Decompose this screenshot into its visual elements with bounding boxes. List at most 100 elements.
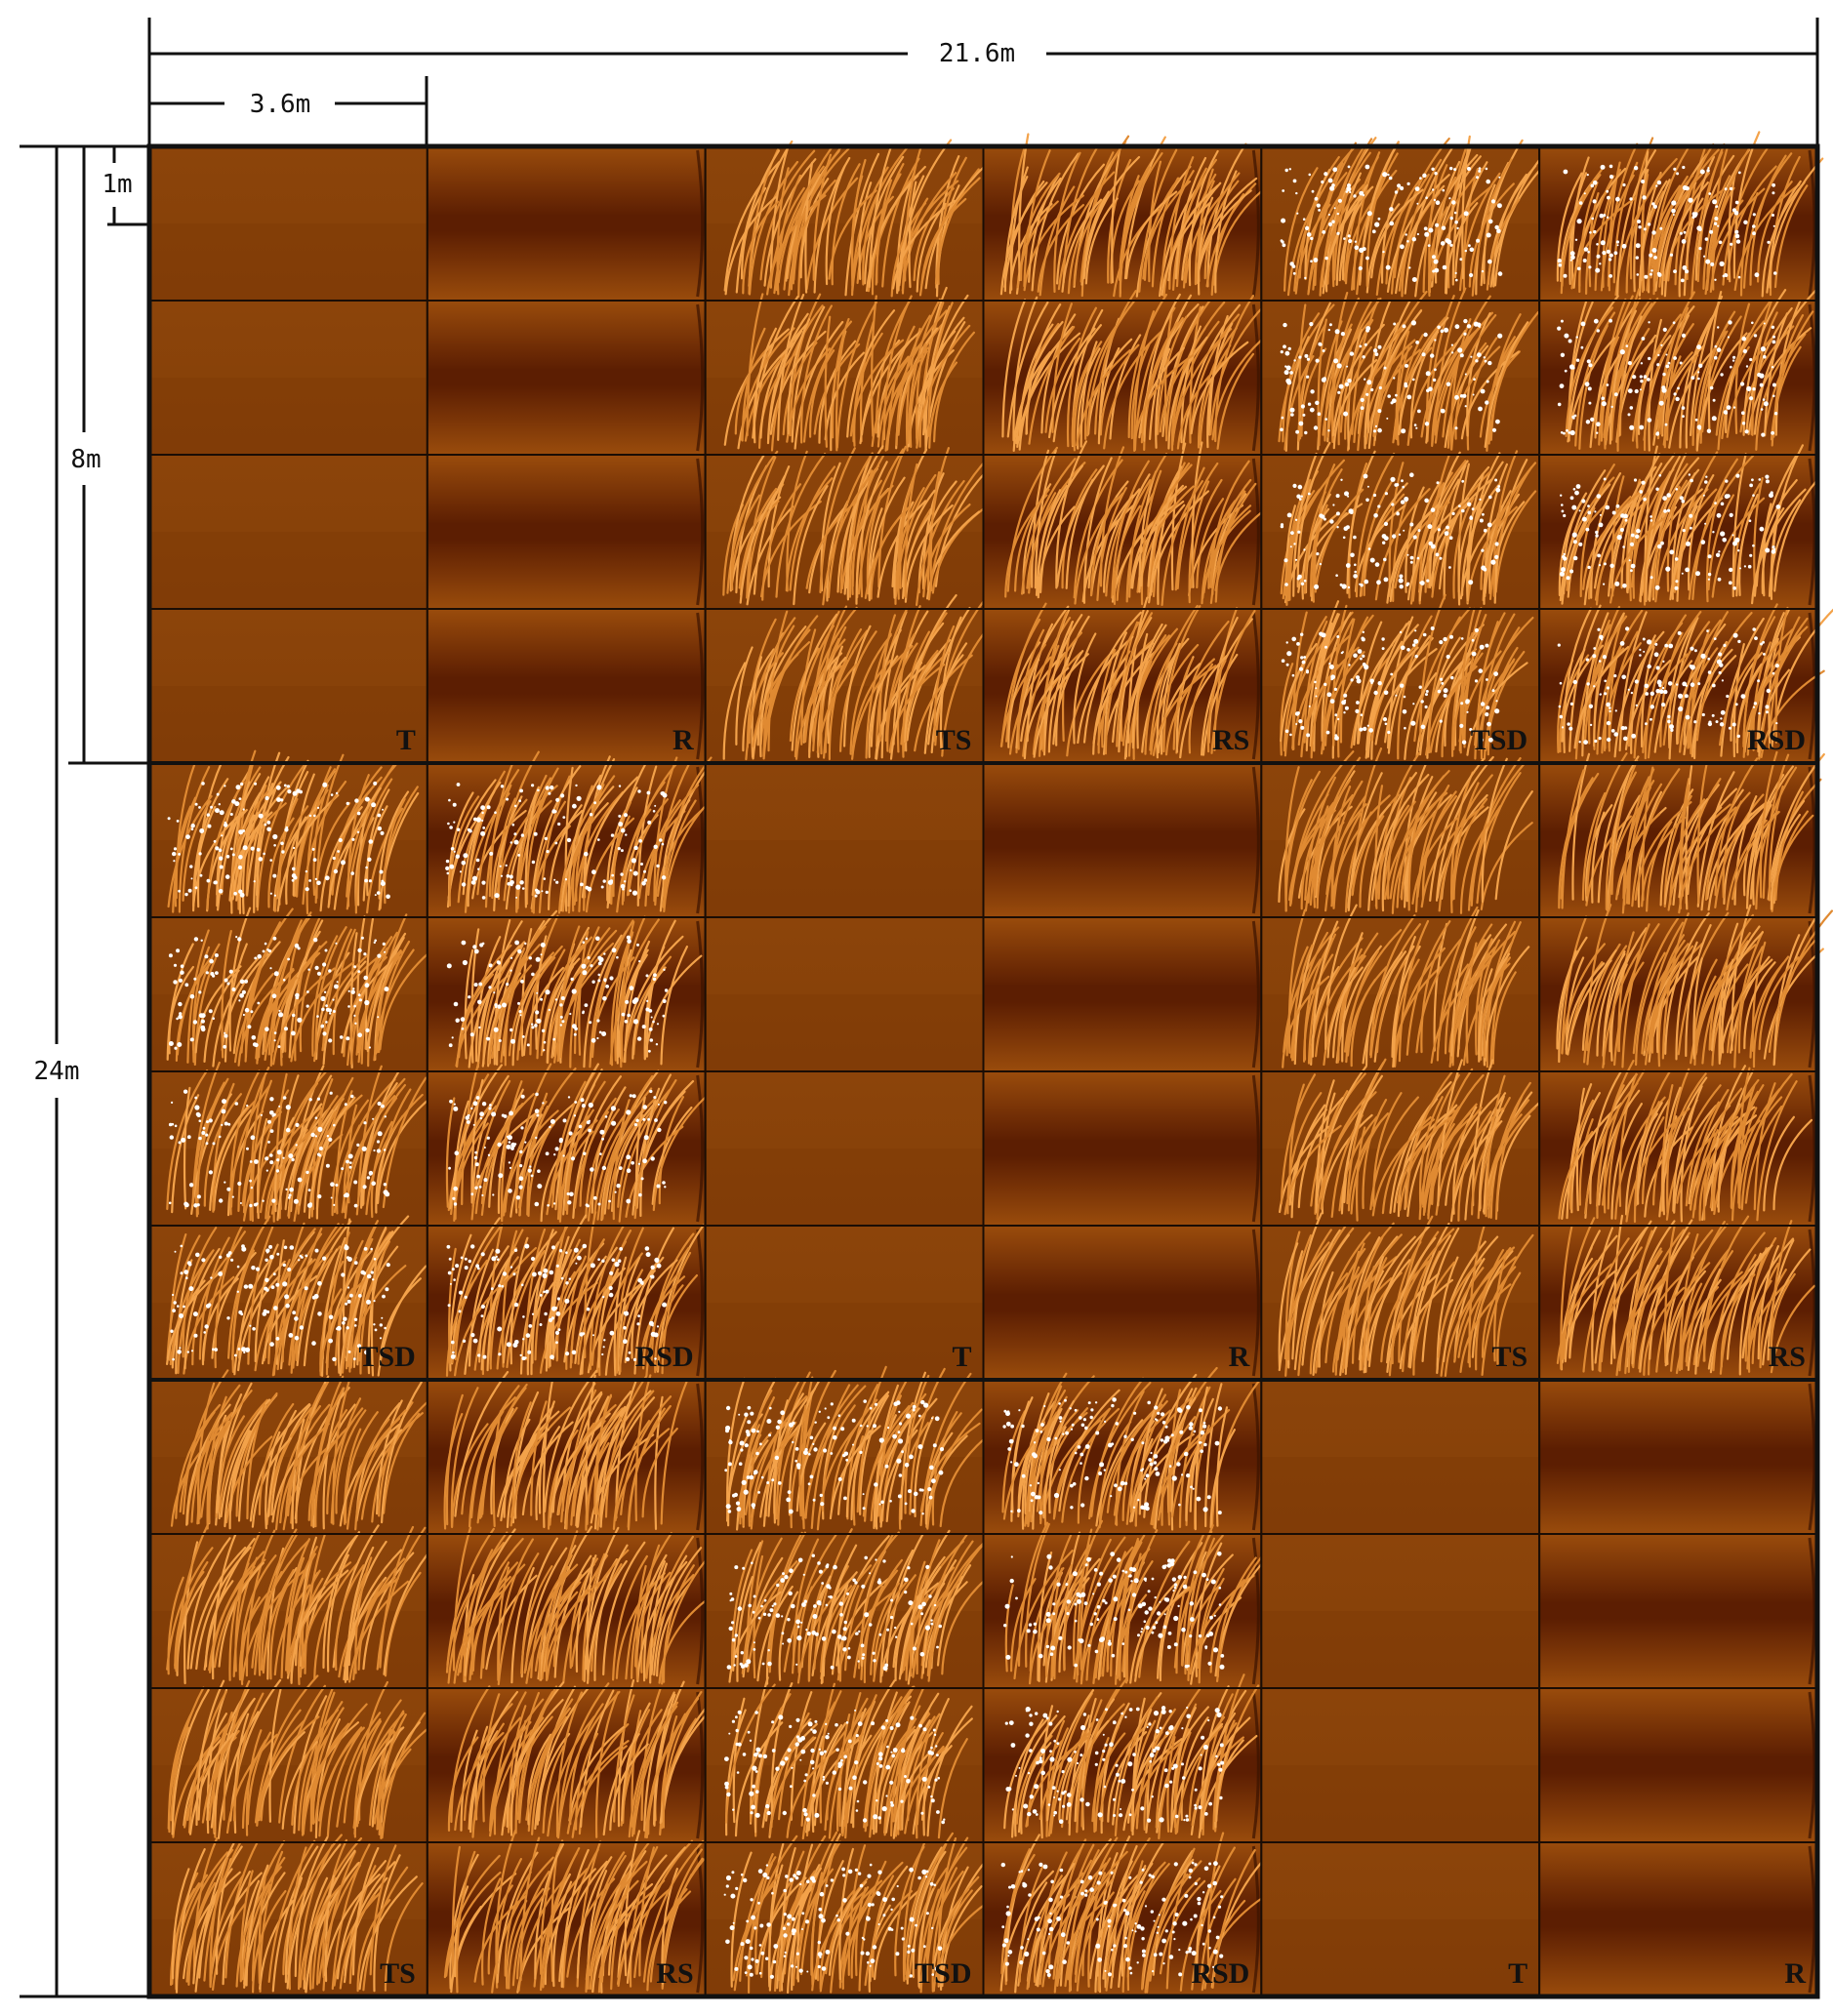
plot-t: T [704,762,985,1381]
subplot [1260,1058,1541,1227]
treatment-label: RS [656,1957,693,1990]
white-dots [1559,473,1781,590]
straw-mulch [167,749,420,915]
white-dots [448,1089,668,1208]
straw-mulch [1558,444,1818,606]
treatment-label: RS [1212,724,1249,756]
treatment-label: R [1229,1341,1250,1373]
subplot [1260,135,1554,302]
straw-mulch [1556,131,1824,298]
white-dots [724,1399,945,1515]
subplot [1538,1687,1818,1843]
straw-mulch [728,1528,988,1685]
treatment-label: R [672,724,694,756]
subplot [148,1523,441,1689]
subplot [1538,1841,1818,1997]
subplot [704,594,995,764]
subplot [1538,131,1824,302]
treatment-label: T [396,724,416,756]
straw-mulch [722,445,994,606]
subplot [704,1528,988,1689]
white-dots [724,1709,946,1825]
subplot [1260,904,1541,1072]
subplot [1260,1212,1541,1381]
treatment-label: RSD [635,1341,694,1373]
subplot [704,139,988,302]
plot-r: R [982,762,1263,1381]
subplot-length-label: 1m [102,170,132,199]
white-dots [723,1863,943,1979]
plot-tsd: TSD [1260,135,1554,764]
subplot [426,750,713,918]
straw-mulch [1003,1673,1260,1839]
plot-tsd: TSD [148,749,436,1381]
straw-mulch [455,909,703,1068]
subplot [426,1369,707,1535]
treatment-label: RS [1769,1341,1806,1373]
subplot [982,1519,1280,1689]
subplot [426,1062,709,1227]
white-dots [168,1089,390,1208]
plot-rsd: RSD [426,750,713,1381]
straw-mulch [446,750,713,914]
subplot [982,1366,1263,1535]
straw-mulch [723,139,988,298]
straw-mulch [170,1369,428,1531]
subplot [426,1829,707,1997]
plot-rs: RS [426,1369,719,1997]
total-width-label: 21.6m [939,39,1015,68]
subplot [982,440,1276,610]
plot-r: R [1538,1379,1818,1997]
straw-mulch [170,1834,424,1994]
subplot [148,1834,428,1997]
subplot [426,1211,707,1381]
white-dots [1003,1552,1225,1670]
field-border [146,143,1820,1999]
white-dots [1557,164,1777,283]
treatment-label: R [1784,1957,1806,1990]
subplot [148,907,436,1072]
subplot [704,1676,985,1843]
subplot [1538,444,1818,610]
straw-mulch [1558,1060,1813,1224]
white-dots [1281,626,1500,745]
subplot [1260,747,1541,918]
white-dots [1280,318,1503,435]
white-dots [1280,472,1501,589]
subplot [148,1369,428,1535]
plot-ts: TS [148,1369,441,1997]
straw-mulch [1001,1366,1260,1531]
white-dots [446,1243,668,1362]
plot-t: T [1260,1379,1541,1997]
subplot [426,145,707,302]
treatment-label: TSD [1471,724,1528,756]
subplot [1260,1841,1541,1997]
subplot [1260,1687,1541,1843]
subplot [426,454,707,610]
treatment-label: TSD [358,1341,415,1373]
white-dots [445,783,668,900]
plot-rs: RS [982,133,1276,764]
subplot [982,1673,1263,1843]
subplot [148,300,428,456]
subplot [704,1070,985,1227]
white-dots [1280,164,1503,282]
subplot [704,445,994,610]
subplot [426,608,707,764]
straw-mulch [1004,440,1276,606]
plot-t: T [148,145,428,764]
subplot [148,454,428,610]
dimension-annotations [20,18,1819,1998]
straw-mulch [445,1525,711,1686]
treatment-label: TS [936,724,972,756]
straw-mulch [722,594,995,761]
treatment-label: T [952,1341,971,1373]
straw-mulch [1282,904,1530,1068]
white-dots [1004,1706,1225,1824]
plot-rs: RS [1538,750,1833,1381]
straw-mulch [999,596,1256,760]
straw-mulch [1279,1058,1541,1223]
plot-width-label: 3.6m [250,90,311,119]
straw-mulch [1565,288,1818,452]
